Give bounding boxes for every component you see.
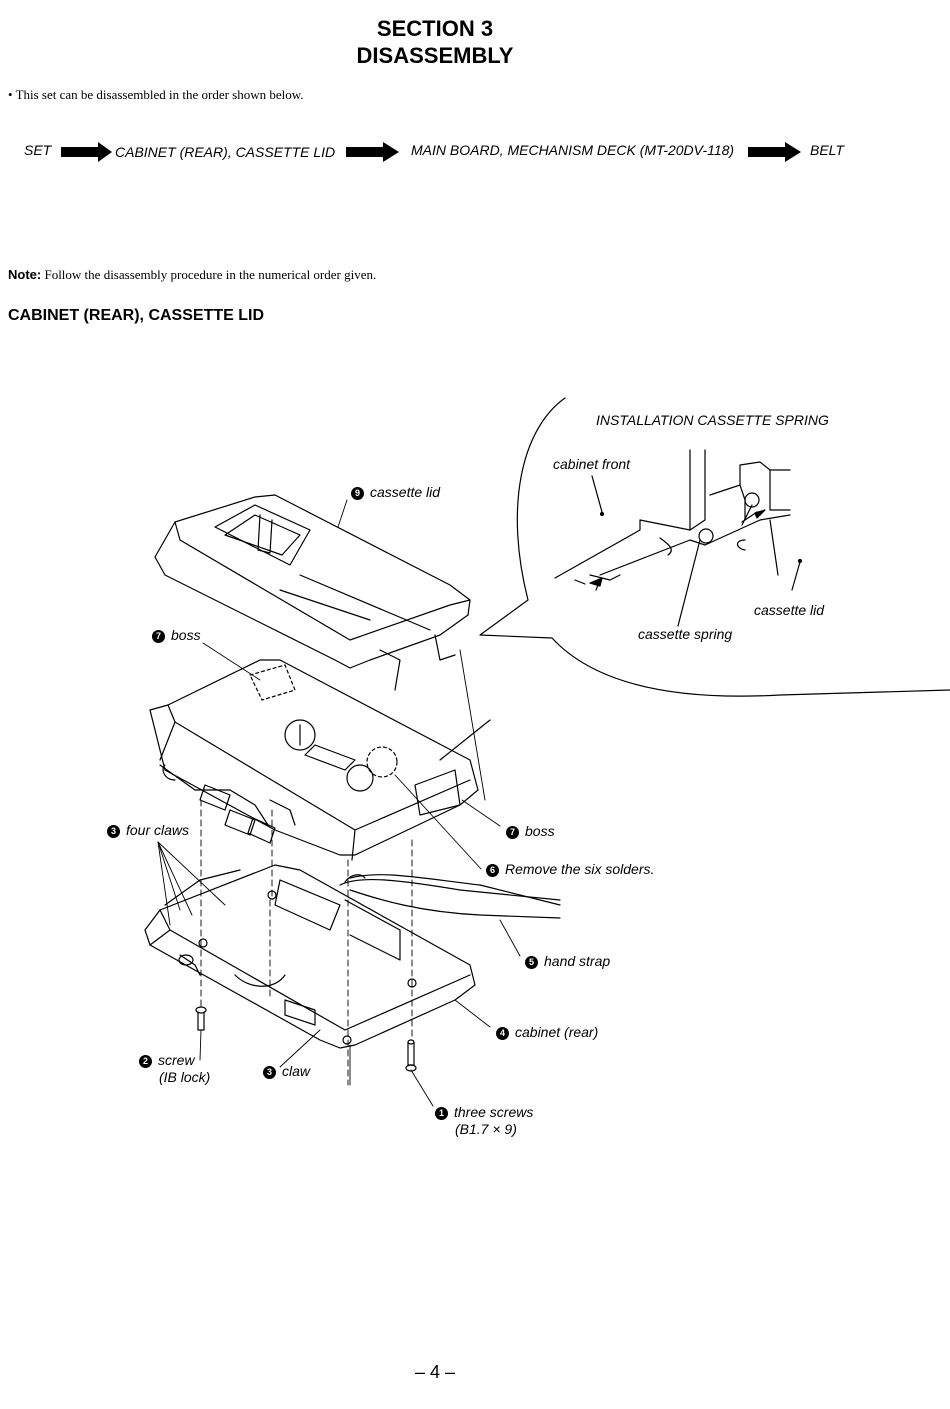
step-number: 1 — [435, 1107, 448, 1120]
label-cassette-lid-inset: cassette lid — [754, 602, 825, 618]
section-number: SECTION 3 — [376, 16, 494, 41]
callout-text: four claws — [126, 822, 190, 838]
flow-step-cabinet: CABINET (REAR), CASSETTE LID — [115, 144, 336, 160]
callout-subtext: (IB lock) — [159, 1069, 211, 1085]
hand-strap-drawing — [339, 874, 561, 919]
callout-4-cabinet-rear: 4 cabinet (rear) — [496, 1024, 598, 1041]
label-cabinet-front: cabinet front — [553, 456, 631, 472]
subsection-title: CABINET (REAR), CASSETTE LID — [8, 307, 264, 324]
intro-text: • This set can be disassembled in the or… — [8, 87, 304, 102]
callout-2-screw: 2 screw (IB lock) — [139, 1052, 210, 1086]
callout-text: boss — [525, 823, 555, 839]
step-number: 9 — [351, 487, 364, 500]
step-number: 5 — [525, 956, 538, 969]
screws-drawing — [195, 890, 417, 1072]
callout-text: cabinet (rear) — [515, 1024, 599, 1040]
flow-arrows — [61, 142, 801, 162]
flow-step-main-board: MAIN BOARD, MECHANISM DECK (MT-20DV-118) — [411, 142, 735, 158]
callout-text: claw — [282, 1063, 311, 1079]
callout-subtext: (B1.7 × 9) — [455, 1121, 517, 1137]
leader-lines — [157, 499, 521, 1107]
flow-step-set: SET — [24, 142, 52, 158]
callout-9-cassette-lid: 9 cassette lid — [351, 484, 440, 501]
inset-title: INSTALLATION CASSETTE SPRING — [596, 412, 829, 428]
step-number: 7 — [152, 630, 165, 643]
page-number: – 4 – — [414, 1362, 456, 1382]
callout-6-solders: 6 Remove the six solders. — [486, 861, 654, 878]
callout-text: boss — [171, 627, 201, 643]
note: Note: Follow the disassembly procedure i… — [8, 267, 376, 283]
chassis-drawing — [149, 659, 491, 861]
callout-text: Remove the six solders. — [505, 861, 655, 877]
callout-3-four-claws: 3 four claws — [107, 822, 189, 839]
label-cassette-spring: cassette spring — [638, 626, 733, 642]
step-number: 4 — [496, 1027, 509, 1040]
flow-step-belt: BELT — [810, 142, 844, 158]
step-number: 3 — [107, 825, 120, 838]
note-text: Follow the disassembly procedure in the … — [41, 267, 377, 282]
page-title: DISASSEMBLY — [356, 43, 514, 68]
callout-text: screw — [158, 1052, 195, 1068]
cabinet-rear-drawing — [144, 864, 476, 1049]
callout-text: cassette lid — [370, 484, 441, 500]
step-number: 3 — [263, 1066, 276, 1079]
note-label: Note: — [8, 267, 42, 282]
callout-7-boss-top: 7 boss — [152, 627, 201, 644]
cassette-lid-drawing — [154, 494, 471, 691]
callout-1-three-screws: 1 three screws (B1.7 × 9) — [435, 1104, 533, 1138]
callout-5-hand-strap: 5 hand strap — [525, 953, 610, 970]
inset-bubble — [479, 397, 950, 697]
callout-text: three screws — [454, 1104, 534, 1120]
alignment-lines — [200, 799, 413, 1086]
step-number: 2 — [139, 1055, 152, 1068]
callout-7-boss-right: 7 boss — [506, 823, 555, 840]
callout-3-claw: 3 claw — [263, 1063, 310, 1080]
step-number: 6 — [486, 864, 499, 877]
step-number: 7 — [506, 826, 519, 839]
callout-text: hand strap — [544, 953, 611, 969]
